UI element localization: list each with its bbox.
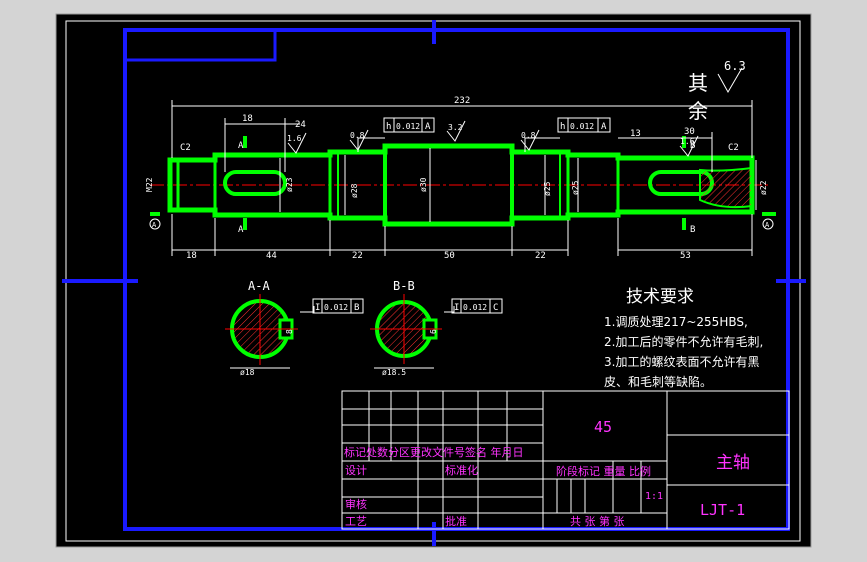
tech-req-item-1: 1.调质处理217~255HBS,	[604, 315, 748, 329]
section-cut-a-bottom	[243, 218, 247, 230]
tol-left-symbol: h	[386, 122, 391, 132]
section-cut-b-top	[682, 136, 686, 148]
roughness-mark-2: 0.8	[350, 131, 365, 140]
role-design: 设计	[345, 464, 367, 477]
tol-right-datum: A	[601, 122, 607, 132]
tol-right-symbol: h	[560, 122, 565, 132]
title-block: 45 主轴 LJT-1 标记处数分区更改文件号签名 年月日 设计 标准化 审核 …	[341, 390, 790, 530]
datum-label-left: A	[152, 221, 157, 229]
chamfer-left: C2	[180, 143, 191, 153]
section-a-top-label: A	[238, 141, 244, 151]
other-label-top: 其	[688, 71, 708, 95]
tolerance-frame-right: h 0.012 A	[557, 117, 611, 133]
section-a-tol-symbol: I	[315, 303, 320, 313]
roughness-mark-5: 1.6	[680, 137, 695, 146]
bottom-dim-3: 22	[352, 251, 363, 261]
scale-value: 1:1	[645, 491, 663, 502]
keyway-length-left-dim: 24	[295, 120, 306, 130]
diameter-5: ø25	[571, 180, 580, 195]
keyway-offset-right-dim: 13	[630, 129, 641, 139]
role-process: 工艺	[345, 515, 367, 528]
dimension-lines	[171, 100, 757, 256]
section-a-diameter: ø18	[240, 368, 255, 377]
part-name: 主轴	[716, 453, 750, 473]
datum-circle-left	[149, 218, 161, 230]
section-b-title: B-B	[393, 279, 415, 293]
section-cut-b-bottom	[682, 218, 686, 230]
section-a-bottom-label: A	[238, 225, 244, 235]
role-approve: 批准	[445, 514, 467, 528]
role-standardize: 标准化	[445, 463, 478, 477]
datum-foot-right	[762, 212, 776, 216]
bottom-dim-4: 50	[444, 251, 455, 261]
section-a-tol-value: 0.012	[324, 303, 348, 312]
roughness-icon	[679, 135, 699, 157]
tech-req-heading: 技术要求	[626, 287, 694, 307]
section-a-tol-datum: B	[354, 303, 359, 313]
section-a-key-depth: 8	[285, 329, 294, 334]
section-cut-a-top	[243, 136, 247, 148]
tech-req-item-2: 2.加工后的零件不允许有毛刺,	[604, 334, 763, 349]
drawing-number: LJT-1	[700, 501, 745, 519]
section-b-tol-symbol: I	[454, 303, 459, 313]
roughness-icon	[520, 129, 540, 151]
roughness-icon	[287, 132, 307, 154]
bottom-dim-5: 22	[535, 251, 546, 261]
roughness-icon	[446, 120, 466, 142]
section-b-bottom-label: B	[690, 225, 695, 235]
roughness-mark-4: 0.8	[521, 131, 536, 140]
roughness-mark-3: 3.2	[448, 123, 463, 132]
sheet-info: 共 张 第 张	[570, 514, 625, 528]
revision-header: 标记处数分区更改文件号签名 年月日	[344, 445, 524, 459]
stage-header: 阶段标记 重量 比例	[556, 464, 651, 478]
diameter-3: ø30	[419, 177, 428, 192]
chamfer-right: C2	[728, 143, 739, 153]
roughness-marks: 1.6 0.8 3.2 0.8 1.6	[287, 120, 699, 157]
tol-left-datum: A	[425, 122, 431, 132]
diameter-4: ø25	[543, 181, 552, 196]
main-view: A A A A B B	[145, 96, 776, 261]
keyway-length-right-dim: 30	[684, 127, 695, 137]
sheet-background	[55, 13, 812, 548]
roughness-value-icon: 6.3	[724, 59, 746, 73]
bottom-dim-2: 44	[266, 251, 277, 261]
right-end-break	[699, 166, 753, 209]
role-review: 审核	[345, 497, 367, 511]
overall-length-dim: 232	[454, 96, 470, 106]
diameter-1: ø23	[285, 177, 294, 192]
bottom-dim-6: 53	[680, 251, 691, 261]
tol-left-value: 0.012	[396, 122, 420, 131]
datum-label-right: A	[765, 221, 770, 229]
tol-right-value: 0.012	[570, 122, 594, 131]
section-b-tol-datum: C	[493, 303, 498, 313]
other-label-bottom: 余	[688, 99, 708, 123]
section-b-diameter: ø18.5	[382, 368, 406, 377]
diameter-thread: M22	[145, 177, 154, 192]
tolerance-frame-left: h 0.012 A	[383, 117, 435, 133]
datum-foot-left	[150, 212, 160, 216]
roughness-symbol-icon	[717, 67, 743, 94]
technical-requirements: 技术要求 1.调质处理217~255HBS, 2.加工后的零件不允许有毛刺, 3…	[604, 287, 763, 389]
diameter-6: ø22	[759, 180, 768, 195]
section-a-a: A-A 8 ø18 I 0.012 B	[225, 279, 364, 377]
corner-box	[123, 28, 277, 62]
material-value: 45	[594, 418, 612, 436]
bottom-dim-1: 18	[186, 251, 197, 261]
section-b-tol-value: 0.012	[463, 303, 487, 312]
section-b-key-depth: 6	[429, 329, 438, 334]
keyway-left	[223, 170, 287, 196]
datum-circle-right	[762, 218, 774, 230]
tech-req-item-4: 皮、和毛刺等缺陷。	[604, 374, 712, 389]
section-a-title: A-A	[248, 279, 270, 293]
roughness-mark-1: 1.6	[287, 134, 302, 143]
leader-lines	[357, 137, 560, 152]
keyway-offset-left-dim: 18	[242, 114, 253, 124]
tech-req-item-3: 3.加工的螺纹表面不允许有黑	[604, 354, 759, 369]
roughness-icon	[349, 129, 369, 151]
general-roughness: 6.3 其 余	[688, 59, 746, 123]
section-b-b: B-B 6 ø18.5 I 0.012 C	[370, 279, 503, 377]
diameter-2: ø28	[350, 183, 359, 198]
